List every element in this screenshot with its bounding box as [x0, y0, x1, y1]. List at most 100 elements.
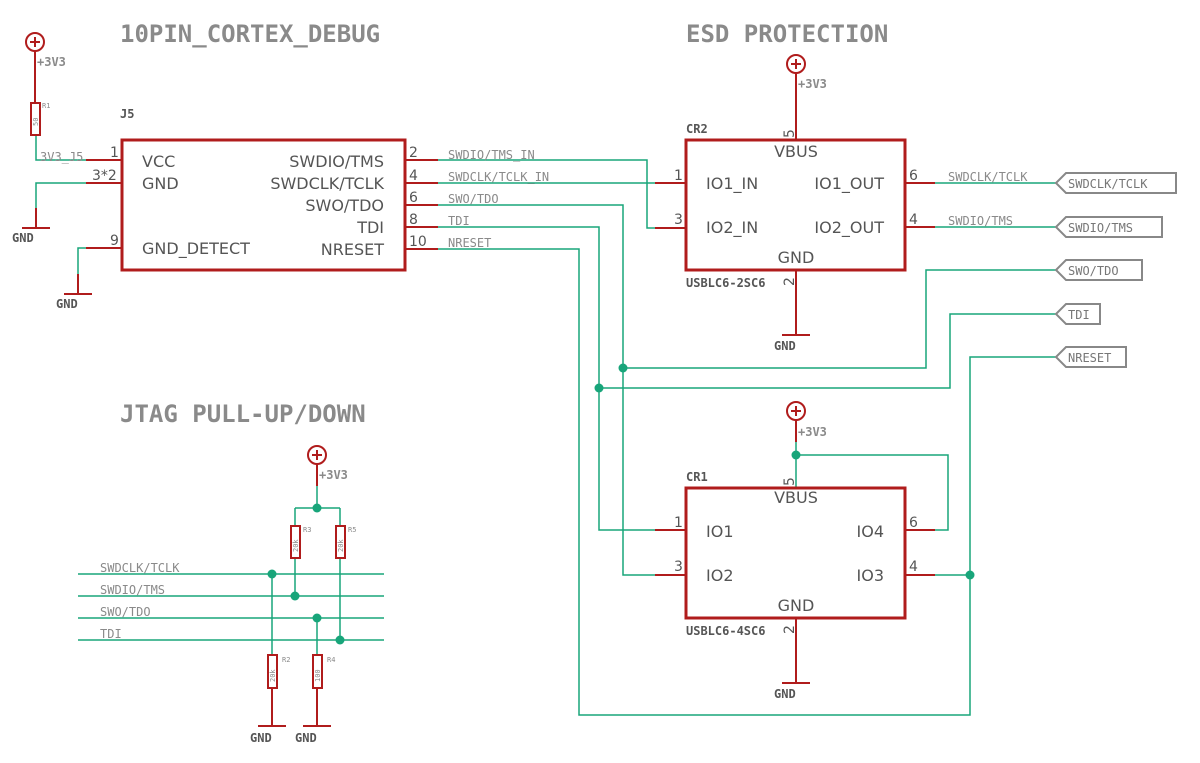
net-name-3v3-j5: 3V3_J5: [40, 150, 83, 164]
ground-label: GND: [774, 687, 796, 701]
resistor-r4: R4 100: [312, 654, 335, 689]
power-label: +3V3: [798, 77, 827, 91]
net-name-swdio-in: SWDIO/TMS_IN: [448, 148, 535, 162]
j5-pin-tdi: TDI: [356, 218, 384, 237]
net-name-tdi: TDI: [448, 214, 470, 228]
net-name-swdclk: SWDCLK/TCLK: [948, 170, 1028, 184]
ground-symbol-r4: GND: [295, 688, 331, 745]
net-name-jtag-swdio: SWDIO/TMS: [100, 583, 165, 597]
cr2-part: USBLC6-2SC6: [686, 276, 765, 290]
power-symbol-3v3-jtag: +3V3: [307, 445, 348, 486]
pin-number: 4: [409, 168, 418, 184]
junction-dots: [267, 363, 975, 645]
ground-label: GND: [774, 339, 796, 353]
cr2-pin-io1-out: IO1_OUT: [814, 174, 884, 194]
connector-j5: J5 VCC GND GND_DETECT SWDIO/TMS SWDCLK/T…: [86, 107, 438, 272]
power-label: +3V3: [319, 468, 348, 482]
pin-number: 6: [409, 190, 418, 206]
resistor-value: 20k: [337, 539, 345, 552]
ground-label: GND: [250, 731, 272, 745]
pin-number: 9: [110, 233, 119, 249]
j5-pin-gnd-detect: GND_DETECT: [142, 239, 250, 259]
cr1-pin-io1: IO1: [706, 522, 734, 541]
pin-number: 5: [782, 129, 798, 138]
label-flag-nreset: NRESET: [1054, 346, 1127, 368]
cr2-ref: CR2: [686, 122, 708, 136]
label-flag-swdclk: SWDCLK/TCLK: [1054, 172, 1177, 194]
ic-cr2: CR2 VBUS GND IO1_IN IO2_IN IO1_OUT IO2_O…: [655, 94, 935, 290]
net-name-jtag-swo: SWO/TDO: [100, 605, 151, 619]
pin-number: 1: [110, 145, 119, 161]
power-symbol-3v3-r1: +3V3: [25, 32, 66, 70]
pin-number: 6: [909, 168, 918, 184]
pin-number: 1: [674, 515, 683, 531]
label-text: SWDCLK/TCLK: [1068, 177, 1148, 191]
resistor-ref: R1: [42, 102, 50, 110]
section-title-jtag: JTAG PULL-UP/DOWN: [120, 400, 366, 428]
net-name-swdio: SWDIO/TMS: [948, 214, 1013, 228]
pin-number: 5: [782, 477, 798, 486]
resistor-value: 20k: [269, 669, 277, 682]
cr1-pin-vbus: VBUS: [774, 488, 818, 507]
resistor-ref: R4: [327, 656, 335, 664]
label-text: TDI: [1068, 308, 1090, 322]
cr1-ref: CR1: [686, 470, 708, 484]
j5-pin-gnd: GND: [142, 174, 179, 193]
ground-label: GND: [295, 731, 317, 745]
power-symbol-3v3-cr1: +3V3: [786, 401, 827, 442]
pin-number: 8: [409, 212, 418, 228]
ground-symbol-r2: GND: [250, 688, 286, 745]
net-name-nreset: NRESET: [448, 236, 491, 250]
power-label: +3V3: [798, 425, 827, 439]
cr2-pin-gnd: GND: [778, 248, 815, 267]
pin-number: 6: [909, 515, 918, 531]
cr2-pin-io2-in: IO2_IN: [706, 218, 758, 238]
cr1-pin-io3: IO3: [857, 566, 885, 585]
pin-number: 2: [409, 145, 418, 161]
ground-symbol-j5-gnd: GND: [12, 208, 50, 245]
pin-number: 2: [782, 625, 798, 634]
net-name-swo: SWO/TDO: [448, 192, 499, 206]
pin-number: 3*2: [92, 168, 117, 184]
resistor-r3: R3 20k: [290, 525, 311, 559]
pin-number: 4: [909, 559, 918, 575]
cr2-pin-io2-out: IO2_OUT: [814, 218, 884, 238]
net-name-jtag-tdi: TDI: [100, 627, 122, 641]
pin-number: 3: [674, 559, 683, 575]
cr2-pin-vbus: VBUS: [774, 142, 818, 161]
resistor-ref: R3: [303, 526, 311, 534]
pin-number: 10: [409, 234, 427, 250]
ground-symbol-j5-detect: GND: [56, 274, 92, 311]
resistor-value: 50: [32, 118, 40, 126]
pin-number: 2: [782, 277, 798, 286]
resistor-ref: R2: [282, 656, 290, 664]
cr2-pin-io1-in: IO1_IN: [706, 174, 758, 194]
cr1-pin-io2: IO2: [706, 566, 734, 585]
pin-number: 3: [674, 212, 683, 228]
ground-label: GND: [56, 297, 78, 311]
net-names: 3V3_J5 SWDIO/TMS_IN SWDCLK/TCLK_IN SWO/T…: [40, 148, 1028, 641]
j5-pin-nreset: NRESET: [321, 240, 384, 259]
label-text: SWO/TDO: [1068, 264, 1119, 278]
label-text: NRESET: [1068, 351, 1111, 365]
j5-ref: J5: [120, 107, 134, 121]
j5-pin-swo: SWO/TDO: [305, 196, 384, 215]
cr1-part: USBLC6-4SC6: [686, 624, 765, 638]
resistor-value: 20k: [292, 539, 300, 552]
section-title-esd: ESD PROTECTION: [686, 20, 888, 48]
j5-pin-vcc: VCC: [142, 152, 175, 171]
resistor-r2: R2 20k: [267, 654, 290, 689]
ground-symbol-cr1: GND: [774, 618, 810, 701]
label-flag-tdi: TDI: [1054, 303, 1101, 325]
section-title-debug: 10PIN_CORTEX_DEBUG: [120, 20, 380, 48]
j5-pin-swdclk: SWDCLK/TCLK: [270, 174, 384, 193]
pin-number: 4: [909, 212, 918, 228]
pin-number: 1: [674, 168, 683, 184]
label-flag-swdio: SWDIO/TMS: [1054, 216, 1163, 238]
net-name-swdclk-in: SWDCLK/TCLK_IN: [448, 170, 549, 184]
power-symbol-3v3-cr2: +3V3: [786, 54, 827, 94]
label-flag-swo: SWO/TDO: [1054, 259, 1143, 281]
cr1-pin-io4: IO4: [857, 522, 885, 541]
ic-cr1: CR1 VBUS GND IO1 IO2 IO4 IO3 1 3 6 4 5 2…: [655, 470, 935, 638]
